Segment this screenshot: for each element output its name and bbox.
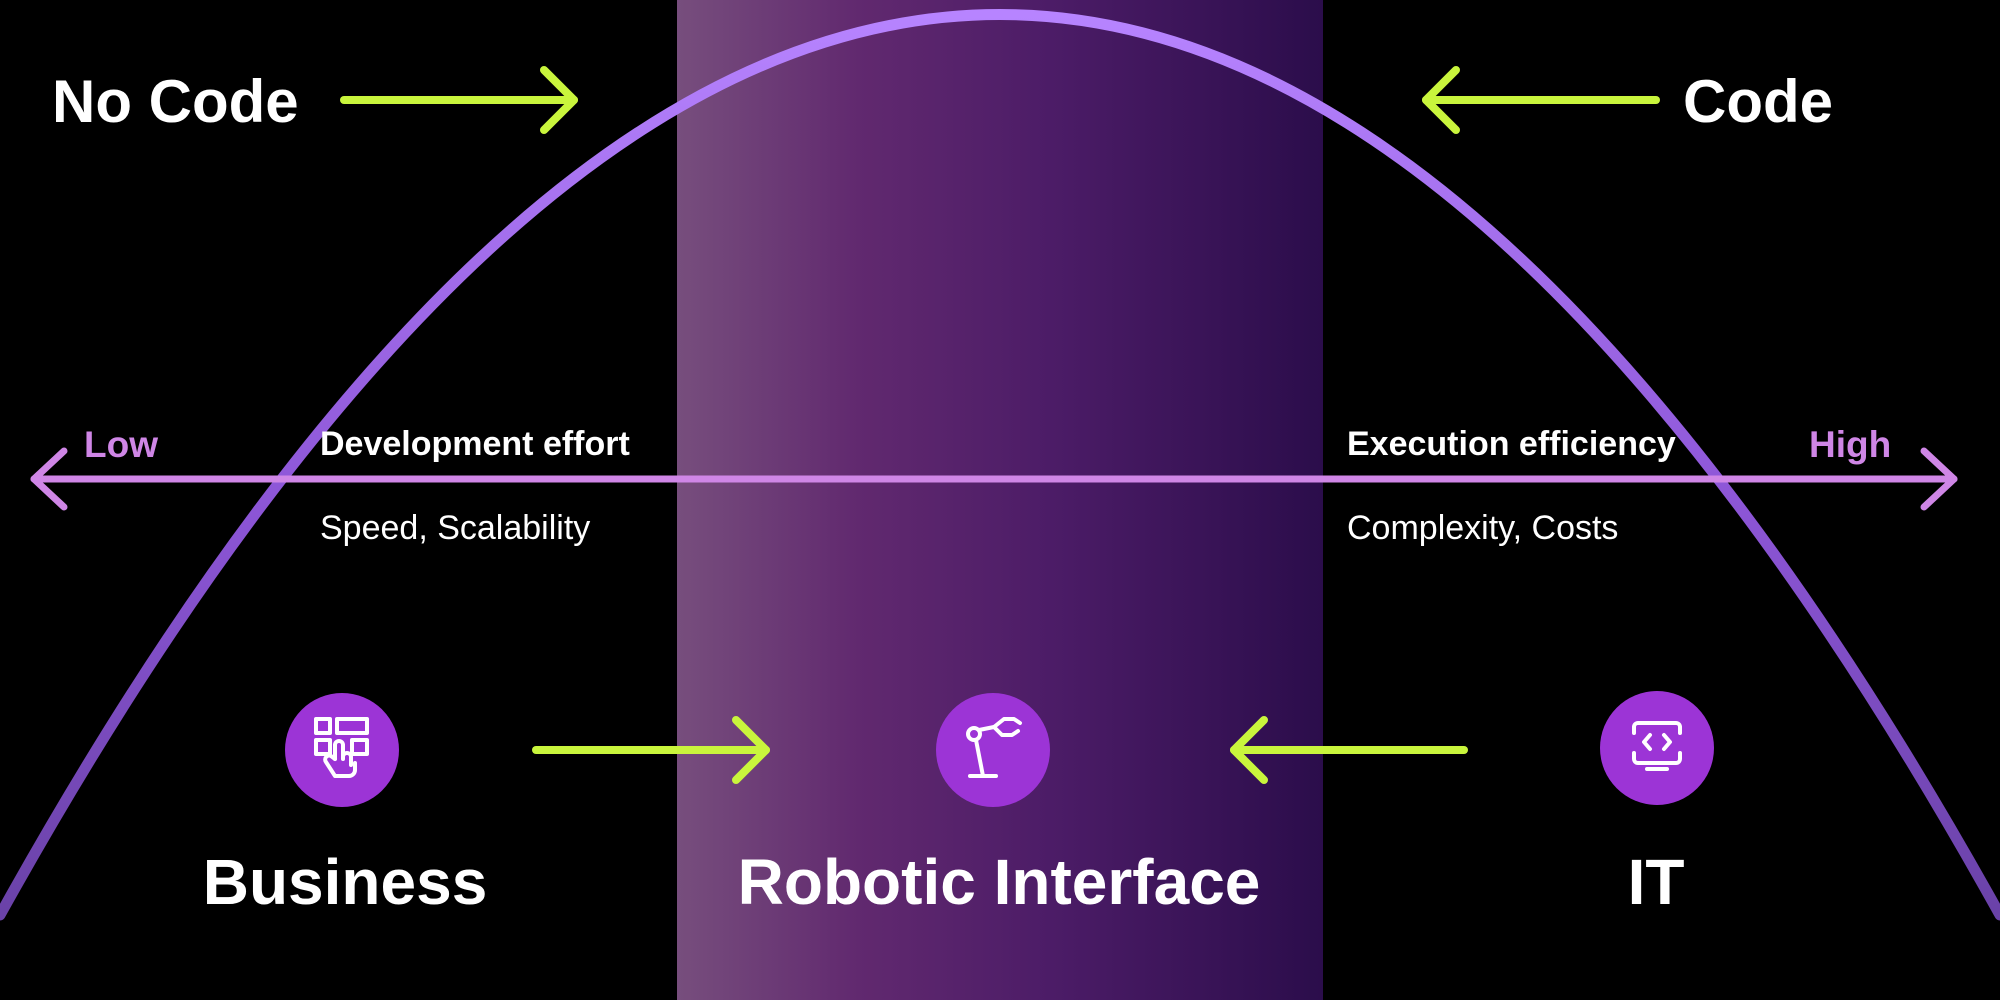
touch-grid-icon (314, 717, 369, 778)
no-code-label: No Code (52, 68, 299, 135)
robotic-arm-icon (966, 717, 1022, 778)
horizontal-axis-arrow (30, 447, 1958, 511)
it-to-robotic-arrow (1230, 716, 1468, 784)
business-to-robotic-arrow (532, 716, 770, 784)
business-label: Business (202, 846, 488, 918)
it-label: IT (1627, 846, 1685, 918)
robotic-interface-label: Robotic Interface (737, 846, 1261, 918)
code-label: Code (1683, 68, 1833, 135)
development-effort-title: Development effort (320, 425, 630, 463)
development-effort-subtitle: Speed, Scalability (320, 509, 591, 547)
it-node (1600, 691, 1714, 805)
code-arrow (1422, 66, 1660, 134)
code-monitor-icon (1632, 721, 1682, 771)
axis-high-label: High (1809, 424, 1892, 465)
parabola-curve (0, 9, 2000, 921)
robotic-interface-highlight-band (677, 0, 1323, 1000)
execution-efficiency-title: Execution efficiency (1347, 425, 1676, 463)
execution-efficiency-subtitle: Complexity, Costs (1347, 509, 1619, 547)
robotic-interface-node (936, 693, 1050, 807)
business-node (285, 693, 399, 807)
axis-low-label: Low (84, 424, 158, 465)
no-code-arrow (340, 66, 578, 134)
